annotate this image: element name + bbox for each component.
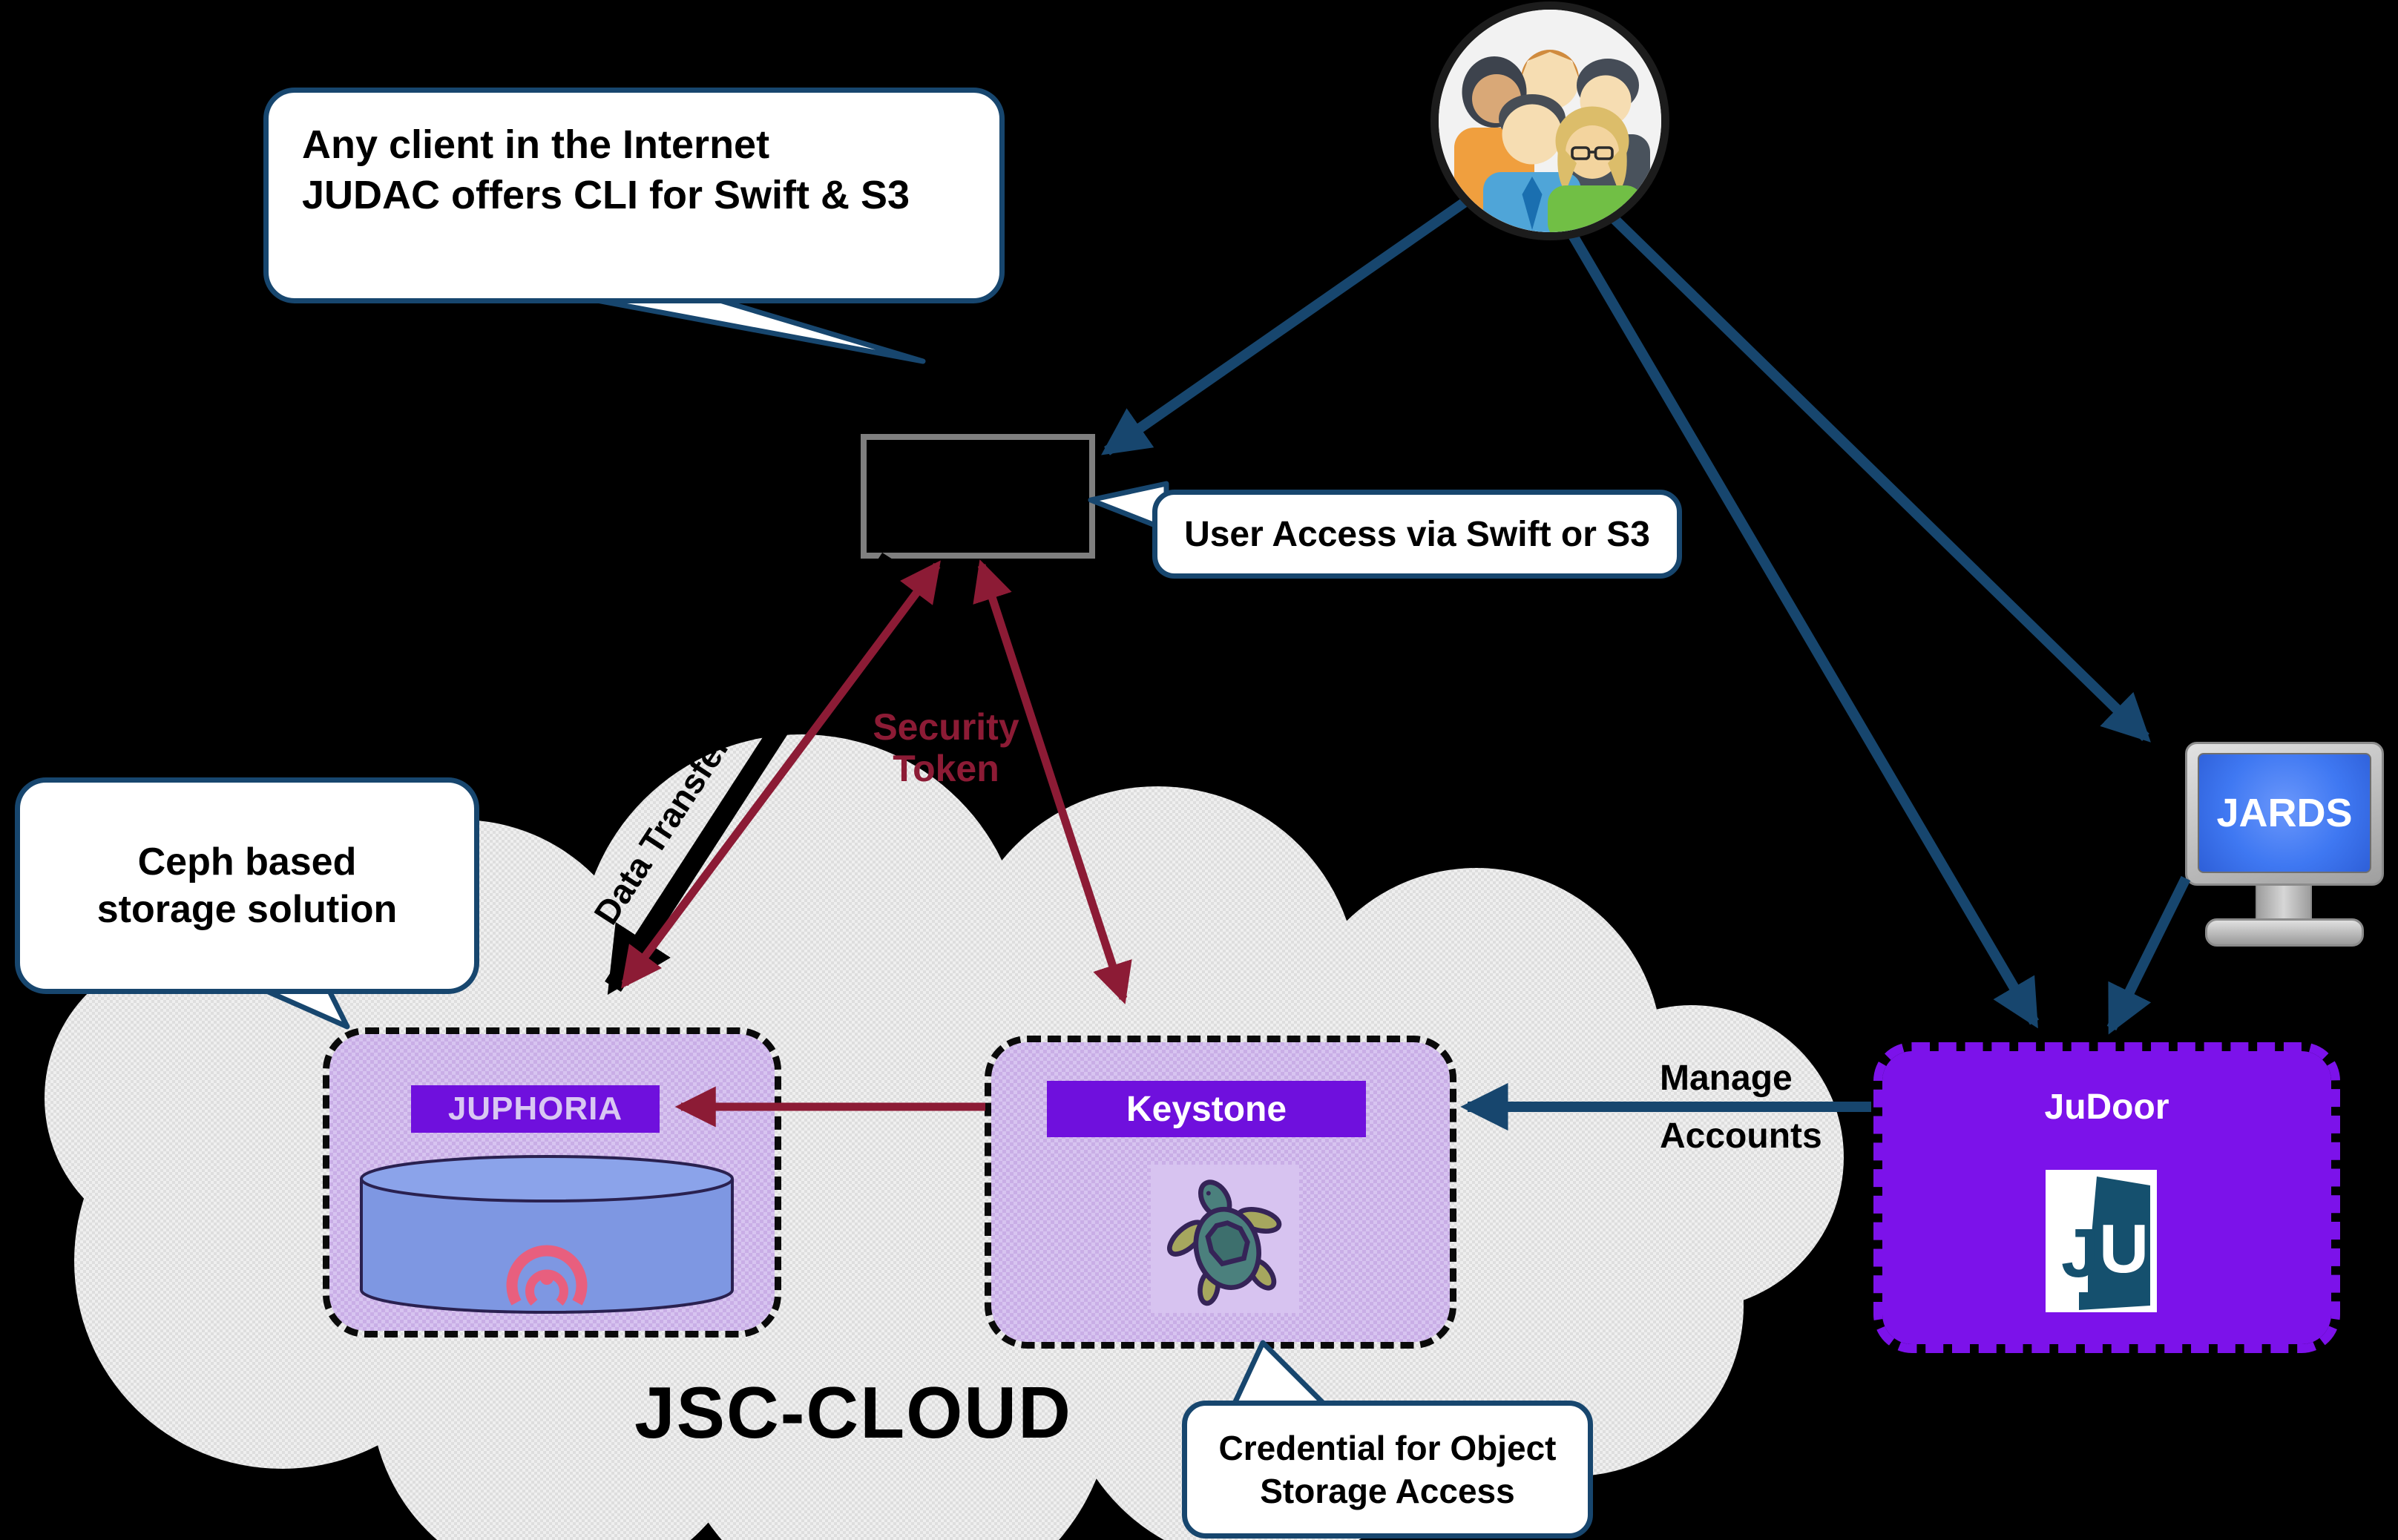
edge-judac-juphoria: [621, 560, 941, 989]
any-client-callout: Any client in the Internet JUDAC offers …: [263, 88, 1005, 303]
credential-tail: [1230, 1340, 1330, 1409]
any-client-line1: Any client in the Internet: [302, 122, 770, 167]
jsc-cloud-title: JSC-CLOUD: [634, 1372, 1072, 1453]
edge-users-jards: [1593, 197, 2151, 743]
ceph-line1: Ceph based: [137, 840, 357, 883]
turtle-icon: [1167, 1179, 1282, 1306]
ceph-storage-cylinder-icon: [360, 1155, 734, 1314]
manage-accounts-line2: Accounts: [1660, 1116, 1822, 1156]
jards-monitor-icon: JARDS: [2185, 742, 2384, 886]
juphoria-node: JUPHORIA: [323, 1027, 781, 1337]
user-access-callout: User Access via Swift or S3: [1152, 490, 1682, 579]
edge-users-judac: [1101, 187, 1483, 455]
keystone-node: Keystone: [985, 1036, 1456, 1349]
edge-users-judoor: [1557, 214, 2040, 1029]
credential-callout: Credential for Object Storage Access: [1182, 1401, 1593, 1539]
judac-box: [861, 434, 1095, 559]
credential-line1: Credential for Object: [1218, 1429, 1557, 1467]
judoor-node: JuDoor J U: [1873, 1042, 2340, 1353]
edge-user-arrows: [1101, 187, 2191, 1131]
ceph-callout: Ceph based storage solution: [15, 777, 479, 994]
edge-security-arrows: [621, 559, 1132, 1128]
juphoria-label: JUPHORIA: [411, 1085, 660, 1133]
ju-logo-icon: J U: [2046, 1170, 2157, 1312]
manage-accounts-line1: Manage: [1660, 1059, 1793, 1098]
jards-label: JARDS: [2216, 791, 2353, 835]
jards-screen: JARDS: [2198, 753, 2371, 873]
manage-accounts-label: Manage Accounts: [1660, 1050, 1822, 1165]
svg-text:J: J: [2061, 1214, 2100, 1291]
ceph-line2: storage solution: [96, 888, 398, 931]
keystone-label: Keystone: [1047, 1081, 1366, 1137]
edge-judac-keystone: [973, 559, 1132, 1004]
user-access-text: User Access via Swift or S3: [1184, 514, 1650, 554]
edge-jards-judoor: [2106, 875, 2191, 1035]
credential-line2: Storage Access: [1260, 1472, 1515, 1510]
keystone-turtle-tile: [1151, 1165, 1299, 1313]
users-group-icon: [1430, 1, 1669, 240]
svg-text:U: U: [2099, 1210, 2149, 1287]
ceph-logo-icon: [506, 1245, 588, 1306]
any-client-line2: JUDAC offers CLI for Swift & S3: [302, 172, 910, 217]
judoor-label: JuDoor: [2044, 1087, 2169, 1127]
jards-monitor-base: [2205, 918, 2364, 947]
